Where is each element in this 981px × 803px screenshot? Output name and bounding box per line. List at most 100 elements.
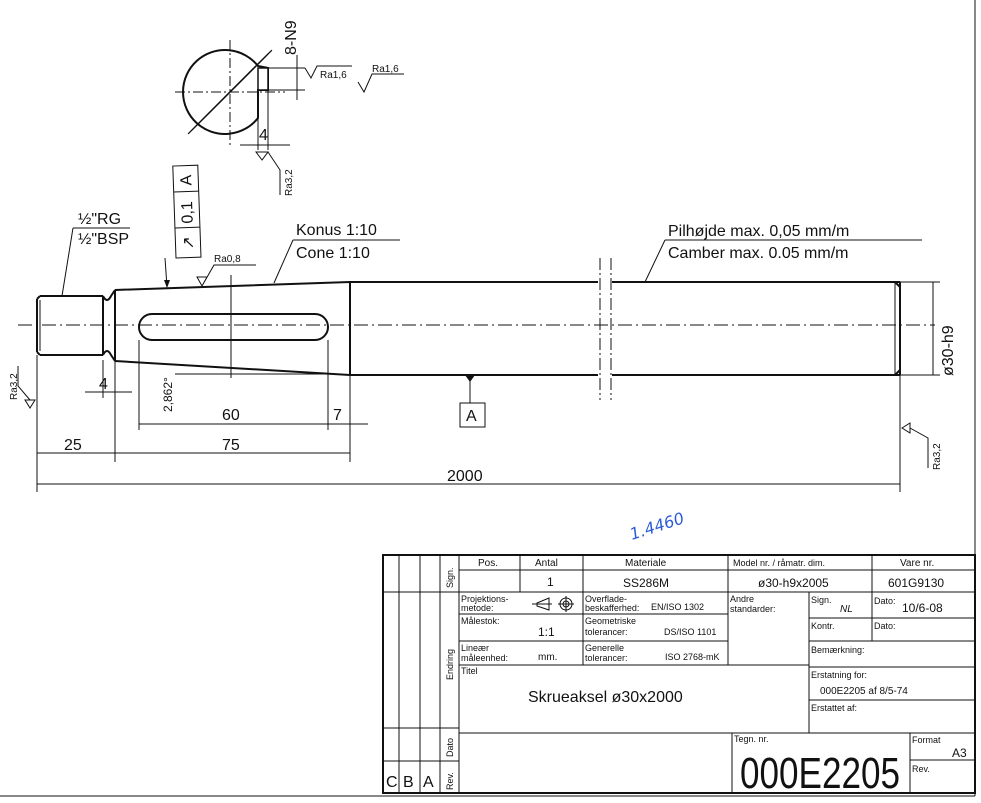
tolerance-datum: A [178,174,195,186]
keyway-cut [257,67,269,91]
antal-value: 1 [547,575,554,589]
dim-thread-length: 25 [64,437,82,454]
antal-label: Antal [535,558,558,569]
first-angle-projection-icon [532,596,574,612]
roughness-symbol [17,366,36,409]
lineaer-label-2: måleenhed: [461,653,508,663]
roughness-symbol [304,65,352,80]
titel-label: Titel [461,666,478,676]
thread-label-rg: ½"RG [78,211,121,228]
lineaer-value: mm. [538,652,557,663]
sign2-label: Sign. [811,595,832,605]
section-view: 8-N9 4 Ra1,6 Ra1,6 Ra3,2 [175,20,404,196]
section-outline [182,49,269,135]
tolerance-value: 0,1 [179,201,197,224]
ra-key-side: Ra1,6 [320,70,347,81]
ra-section: Ra3,2 [284,169,295,196]
overflade-label: Overflade- [585,594,627,604]
rev-b: B [403,774,414,791]
generelle-label: Generelle [585,643,624,653]
dim-keyway-length: 60 [222,407,240,424]
tegn-label: Tegn. nr. [734,734,769,744]
rev2-label: Rev. [912,764,930,774]
dato1-value: 10/6-08 [902,601,943,615]
thread-section [36,295,104,356]
format-label: Format [912,735,941,745]
malestok-label: Målestok: [461,616,500,626]
malestok-value: 1:1 [538,625,555,639]
feature-control-frame: ↗ 0,1 A [172,164,202,259]
thread-label-bsp: ½"BSP [78,231,129,248]
roughness-symbol [196,264,256,288]
vare-label: Vare nr. [900,558,934,569]
camber-label-en: Camber max. 0.05 mm/m [668,245,848,262]
dato2-label: Dato: [874,621,896,631]
generelle-label-2: tolerancer: [585,653,628,663]
drawing-title: Skrueaksel ø30x2000 [528,689,683,706]
dimension-lines [36,340,901,492]
diameter-label: ø30-h9 [940,325,957,376]
dim-keyway-offset: 7 [333,407,342,424]
groove [102,289,116,362]
format-value: A3 [952,746,967,760]
cone-label-en: Cone 1:10 [296,245,370,262]
roughness-symbol [255,151,281,195]
sign-label: Sign. [445,567,455,588]
handwritten-material-note: 1.4460 [627,508,686,543]
model-value: ø30-h9x2005 [758,576,829,590]
andre-label: Andre [730,594,754,604]
geometriske-value: DS/ISO 1101 [664,627,716,637]
runout-icon: ↗ [180,236,197,250]
vare-value: 601G9130 [888,576,944,590]
section-hatching [187,49,273,135]
ra-cone: Ra0,8 [214,254,241,265]
drawing-number: 000E2205 [740,749,900,798]
dim-groove: 4 [99,376,108,393]
erstatning-label: Erstatning for: [811,670,867,680]
hatch-line [247,53,269,75]
projektion-label: Projektions- [461,594,509,604]
erstattet-label: Erstattet af: [811,703,857,713]
materiale-label: Materiale [625,558,667,569]
keyway-slot [138,313,329,341]
rev-label: Rev. [445,772,455,790]
cone-angle-label: 2,862° [161,377,175,412]
keyway-depth-label: 4 [259,127,268,144]
projektion-label-2: metode: [461,603,494,613]
camber-label-da: Pilhøjde max. 0,05 mm/m [668,223,849,240]
rev-c: C [386,774,398,791]
kontr-label: Kontr. [811,621,835,631]
ra-right: Ra3,2 [932,443,943,470]
ra-key-bottom: Ra1,6 [372,64,399,75]
overflade-value: EN/ISO 1302 [651,602,704,612]
keyway-width-label: 8-N9 [283,20,300,55]
model-label: Model nr. / råmatr. dim. [733,558,825,568]
dim-cone-length: 75 [222,437,240,454]
datum-label: A [466,408,477,425]
andre-label-2: standarder: [730,604,776,614]
overflade-label-2: beskafferhed: [585,603,639,613]
pos-label: Pos. [478,558,498,569]
geometriske-label-2: tolerancer: [585,627,628,637]
signature: NL [840,604,853,615]
datum-box [459,402,486,428]
cone-label-da: Konus 1:10 [296,222,377,239]
cylinder [350,281,901,376]
lineaer-label: Lineær [461,643,489,653]
roughness-symbol [901,422,929,468]
bemaerkning-label: Bemærkning: [811,645,865,655]
materiale-value: SS286M [623,576,669,590]
roughness-symbol [357,73,404,94]
cone [114,281,351,376]
endring-label: Endring [445,649,455,680]
shaft-view: ½"RG ½"BSP ↗ 0,1 A Ra0,8 Konus 1:10 Cone… [9,164,957,492]
geometriske-label: Geometriske [585,616,636,626]
erstatning-value: 000E2205 af 8/5-74 [820,686,908,697]
generelle-value: ISO 2768-mK [665,652,720,662]
ra-left: Ra3,2 [9,373,20,400]
title-block: C B A Sign. Endring Dato Rev. Pos. Antal… [382,554,976,798]
dato-label: Dato [445,738,455,757]
dato1-label: Dato: [874,596,896,606]
dim-total-length: 2000 [447,468,483,485]
